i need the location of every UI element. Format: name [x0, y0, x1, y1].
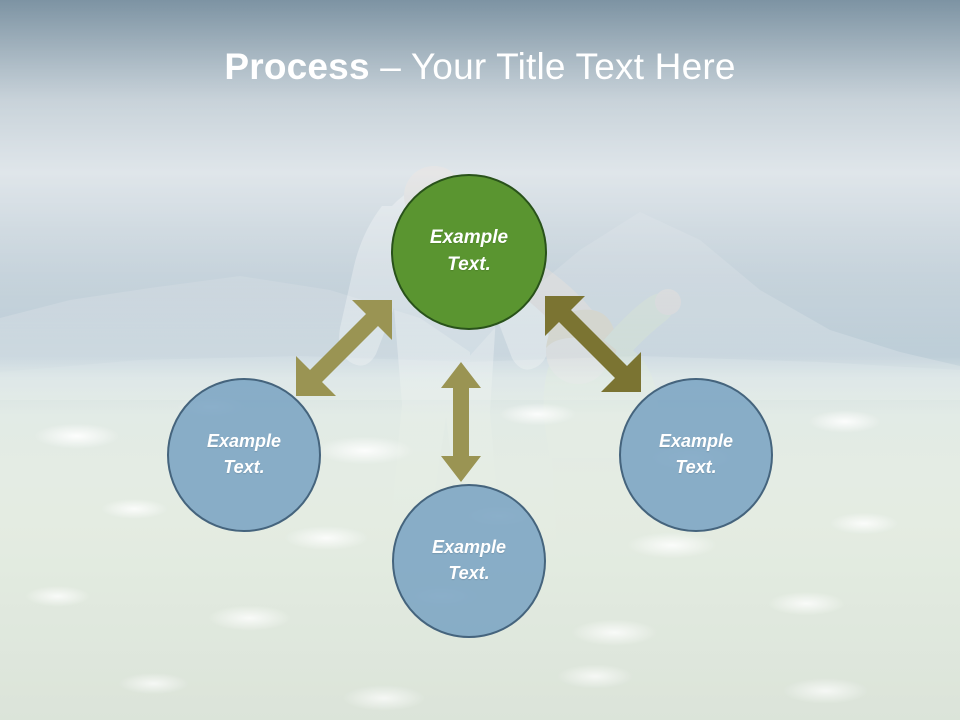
arrow-right-diagonal[interactable]: [545, 296, 641, 392]
arrow-center-vertical[interactable]: [441, 362, 481, 482]
node-top-label: Example Text.: [420, 225, 518, 279]
node-bottom-label-line2: Text.: [448, 563, 490, 583]
node-left-label: Example Text.: [197, 429, 291, 480]
node-right-label-line1: Example: [658, 431, 734, 452]
node-bottom[interactable]: Example Text.: [392, 484, 546, 638]
node-right[interactable]: Example Text.: [619, 378, 773, 532]
arrow-left-diagonal[interactable]: [296, 300, 392, 396]
node-bottom-label: Example Text.: [422, 535, 516, 586]
node-top-label-line1: Example: [429, 227, 509, 249]
node-bottom-label-line1: Example: [431, 537, 507, 558]
node-top-primary[interactable]: Example Text.: [391, 174, 547, 330]
node-right-label: Example Text.: [649, 429, 743, 480]
node-top-label-line2: Text.: [447, 254, 491, 275]
node-right-label-line2: Text.: [675, 457, 717, 477]
node-left-label-line2: Text.: [223, 457, 265, 477]
node-left-label-line1: Example: [206, 431, 282, 452]
node-left[interactable]: Example Text.: [167, 378, 321, 532]
